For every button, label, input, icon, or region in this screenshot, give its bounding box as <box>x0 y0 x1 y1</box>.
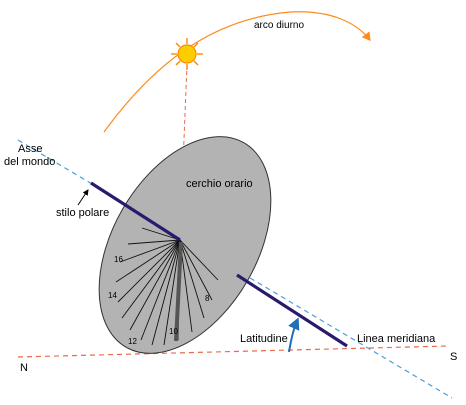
label-latitude: Latitudine <box>240 333 288 345</box>
polar-stylus-upper <box>90 181 181 242</box>
label-world-axis-line2: del mondo <box>4 156 55 168</box>
hour-label-16: 16 <box>114 255 123 264</box>
diurnal-arc <box>103 11 371 133</box>
meridian-line <box>17 345 449 358</box>
label-polar-stylus: stilo polare <box>56 207 109 219</box>
latitude-arc-arrow <box>288 317 300 353</box>
label-diurnal-arc: arco diurno <box>254 20 304 31</box>
polar-stylus-lower <box>236 273 348 348</box>
hour-label-14: 14 <box>108 291 117 300</box>
gnomon-shadow <box>174 241 183 342</box>
hour-lines <box>115 227 219 346</box>
stylus-pointer-arrow <box>77 189 89 206</box>
hour-label-8: 8 <box>205 294 210 303</box>
label-meridian-line: Linea meridiana <box>357 333 436 345</box>
label-north: N <box>20 362 28 374</box>
hour-label-10: 10 <box>169 327 178 336</box>
sun-icon <box>171 38 203 70</box>
label-world-axis-line1: Asse <box>18 143 42 155</box>
label-south: S <box>450 351 457 363</box>
hour-label-12: 12 <box>128 337 137 346</box>
sun-ray-line <box>179 63 188 241</box>
label-hour-circle: cerchio orario <box>186 178 253 190</box>
